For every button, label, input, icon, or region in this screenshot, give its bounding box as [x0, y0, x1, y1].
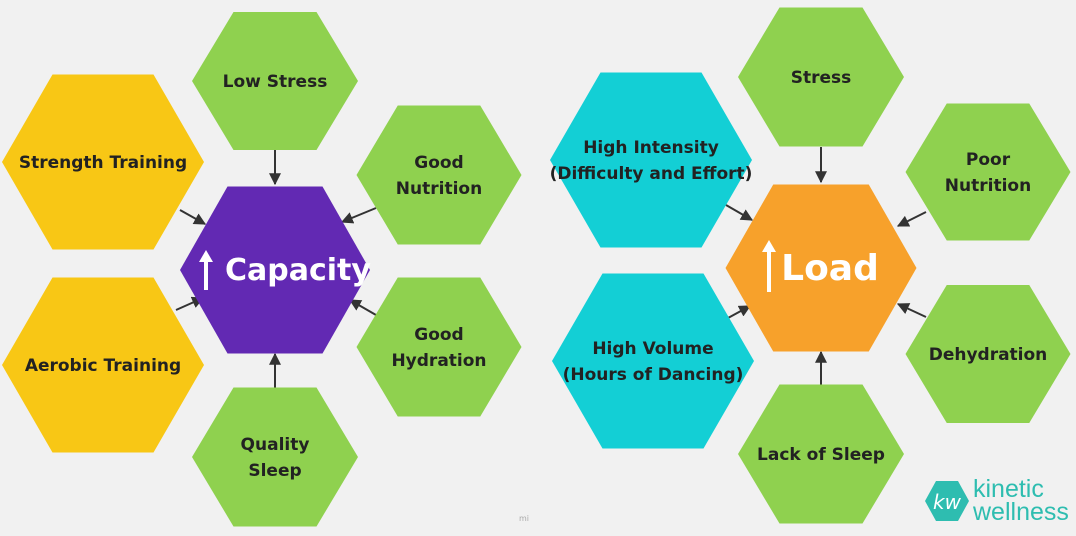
up-arrow-icon	[762, 240, 776, 292]
hexagon-label: Stress	[791, 68, 852, 88]
center-hexagon-load: Load	[725, 184, 917, 352]
hexagon-shape	[2, 277, 204, 453]
label-line: Good	[414, 153, 463, 173]
hexagon-shape	[738, 7, 904, 147]
logo-line1: kinetic	[973, 475, 1044, 503]
hexagon-shape	[905, 285, 1071, 423]
label-line: Sleep	[248, 461, 301, 481]
factor-hexagon: Aerobic Training	[2, 277, 204, 453]
center-label: Load	[781, 248, 879, 289]
center-label: Capacity	[225, 253, 371, 288]
hexagon-label: High Intensity (Difficulty and Effort)	[550, 138, 753, 184]
label-line: Stress	[791, 68, 852, 88]
label-line: Nutrition	[396, 179, 482, 199]
label-line: Aerobic Training	[25, 356, 181, 376]
hexagon-label: High Volume (Hours of Dancing)	[563, 339, 744, 385]
kinetic-wellness-logo: kinetic wellness	[973, 475, 1069, 526]
label-line: Lack of Sleep	[757, 445, 885, 465]
label-line: Nutrition	[945, 176, 1031, 196]
hexagon-shape	[192, 387, 358, 527]
label-line: Quality	[241, 435, 310, 455]
watermark: mi	[519, 514, 530, 523]
hexagon-shape	[725, 184, 917, 352]
label-line: High Volume	[592, 339, 713, 359]
arrow	[896, 303, 927, 318]
factor-hexagon: Low Stress	[192, 12, 358, 150]
center-hexagon-capacity: Capacity	[180, 186, 371, 354]
factor-hexagon: High Intensity (Difficulty and Effort)	[550, 72, 753, 248]
hexagon-shape	[738, 384, 904, 524]
arrow	[727, 305, 752, 319]
hexagon-shape	[356, 105, 522, 245]
label-line: Good	[414, 325, 463, 345]
factor-hexagon: Dehydration	[905, 285, 1071, 423]
label-line: (Difficulty and Effort)	[550, 164, 753, 184]
label-line: Strength Training	[19, 153, 187, 173]
svg-text:kw: kw	[933, 490, 962, 514]
hexagon-shape	[356, 277, 522, 417]
arrow	[896, 211, 927, 227]
logo-mark: kw	[925, 481, 969, 521]
hexagon-shape	[2, 74, 204, 250]
hexagon-shape	[905, 103, 1071, 241]
label-line: Hydration	[391, 351, 486, 371]
factor-hexagon: Stress	[738, 7, 904, 147]
hexagon-label: Aerobic Training	[25, 356, 181, 376]
label-line: (Hours of Dancing)	[563, 365, 744, 385]
label-line: Poor	[966, 150, 1011, 170]
label-line: Dehydration	[929, 345, 1048, 365]
arrow	[340, 207, 377, 224]
arrow	[725, 204, 754, 221]
hexagon-shape	[550, 72, 752, 248]
factor-hexagon: Strength Training	[2, 74, 204, 250]
arrow	[179, 209, 207, 225]
hexagon-shape	[552, 273, 754, 449]
hexagon-label: Lack of Sleep	[757, 445, 885, 465]
hexagon-shape	[192, 12, 358, 150]
label-line: High Intensity	[583, 138, 719, 158]
label-line: Low Stress	[223, 72, 328, 92]
hexagon-shape	[180, 186, 370, 354]
up-arrow-icon	[199, 250, 213, 290]
factor-hexagon: High Volume (Hours of Dancing)	[552, 273, 754, 449]
hexagon-label: Strength Training	[19, 153, 187, 173]
hexagon-label: Low Stress	[223, 72, 328, 92]
arrow	[348, 299, 377, 316]
factor-hexagon: Lack of Sleep	[738, 384, 904, 524]
logo-line2: wellness	[973, 498, 1069, 526]
hexagon-label: Dehydration	[929, 345, 1048, 365]
